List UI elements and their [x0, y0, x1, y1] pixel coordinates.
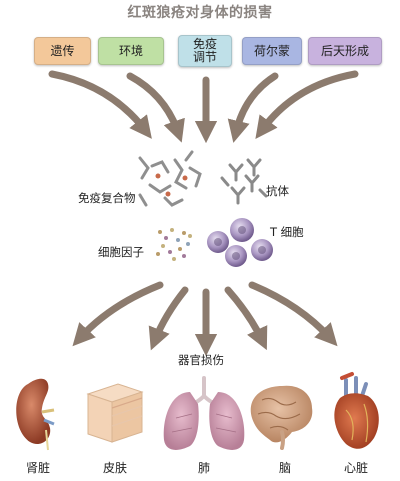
- cause-label: 荷尔蒙: [253, 43, 290, 58]
- immune-complex-label: 免疫复合物: [78, 191, 136, 205]
- cause-genetics: 遗传: [34, 37, 91, 65]
- incoming-arrows: [48, 70, 359, 144]
- cause-acquired: 后天形成: [308, 37, 382, 65]
- organ-label-lung: 肺: [197, 461, 210, 475]
- cytokine-label: 细胞因子: [98, 245, 144, 259]
- organ-label-heart: 心脏: [343, 461, 368, 475]
- cause-environment: 环境: [98, 37, 164, 65]
- heart-icon: [334, 372, 379, 449]
- skin-icon: [86, 383, 144, 443]
- organ-damage-label: 器官损伤: [178, 353, 224, 367]
- cause-immune-regulation: 免疫 调节: [178, 35, 232, 67]
- arrow-icon: [224, 286, 268, 351]
- t-cell-label: T 细胞: [270, 225, 304, 239]
- antibody-label: 抗体: [266, 184, 289, 198]
- cause-hormone: 荷尔蒙: [242, 37, 302, 65]
- organ-label-brain: 脑: [278, 461, 291, 475]
- organ-label-kidney: 肾脏: [25, 461, 50, 475]
- arrow-icon: [126, 72, 185, 143]
- cause-label: 遗传: [50, 43, 75, 58]
- arrow-icon: [148, 286, 189, 351]
- arrow-icon: [255, 70, 359, 140]
- page-title: 红斑狼疮对身体的损害: [127, 5, 273, 21]
- organ-label-skin: 皮肤: [102, 461, 127, 475]
- brain-icon: [250, 385, 313, 450]
- cytokine-icon: [156, 228, 192, 261]
- antibody-icon: [220, 158, 268, 205]
- arrow-icon: [227, 72, 279, 143]
- lung-icon: [163, 376, 245, 450]
- arrow-icon: [48, 70, 152, 139]
- immune-complex-icon: [138, 150, 202, 207]
- outgoing-arrows: [72, 281, 338, 357]
- t-cell-icon: [207, 218, 273, 267]
- cause-label: 后天形成: [320, 43, 369, 58]
- arrow-icon: [72, 281, 164, 347]
- cause-label: 环境: [118, 43, 143, 58]
- kidney-icon: [16, 378, 55, 451]
- cause-label: 免疫 调节: [192, 37, 217, 64]
- arrow-icon: [248, 281, 338, 347]
